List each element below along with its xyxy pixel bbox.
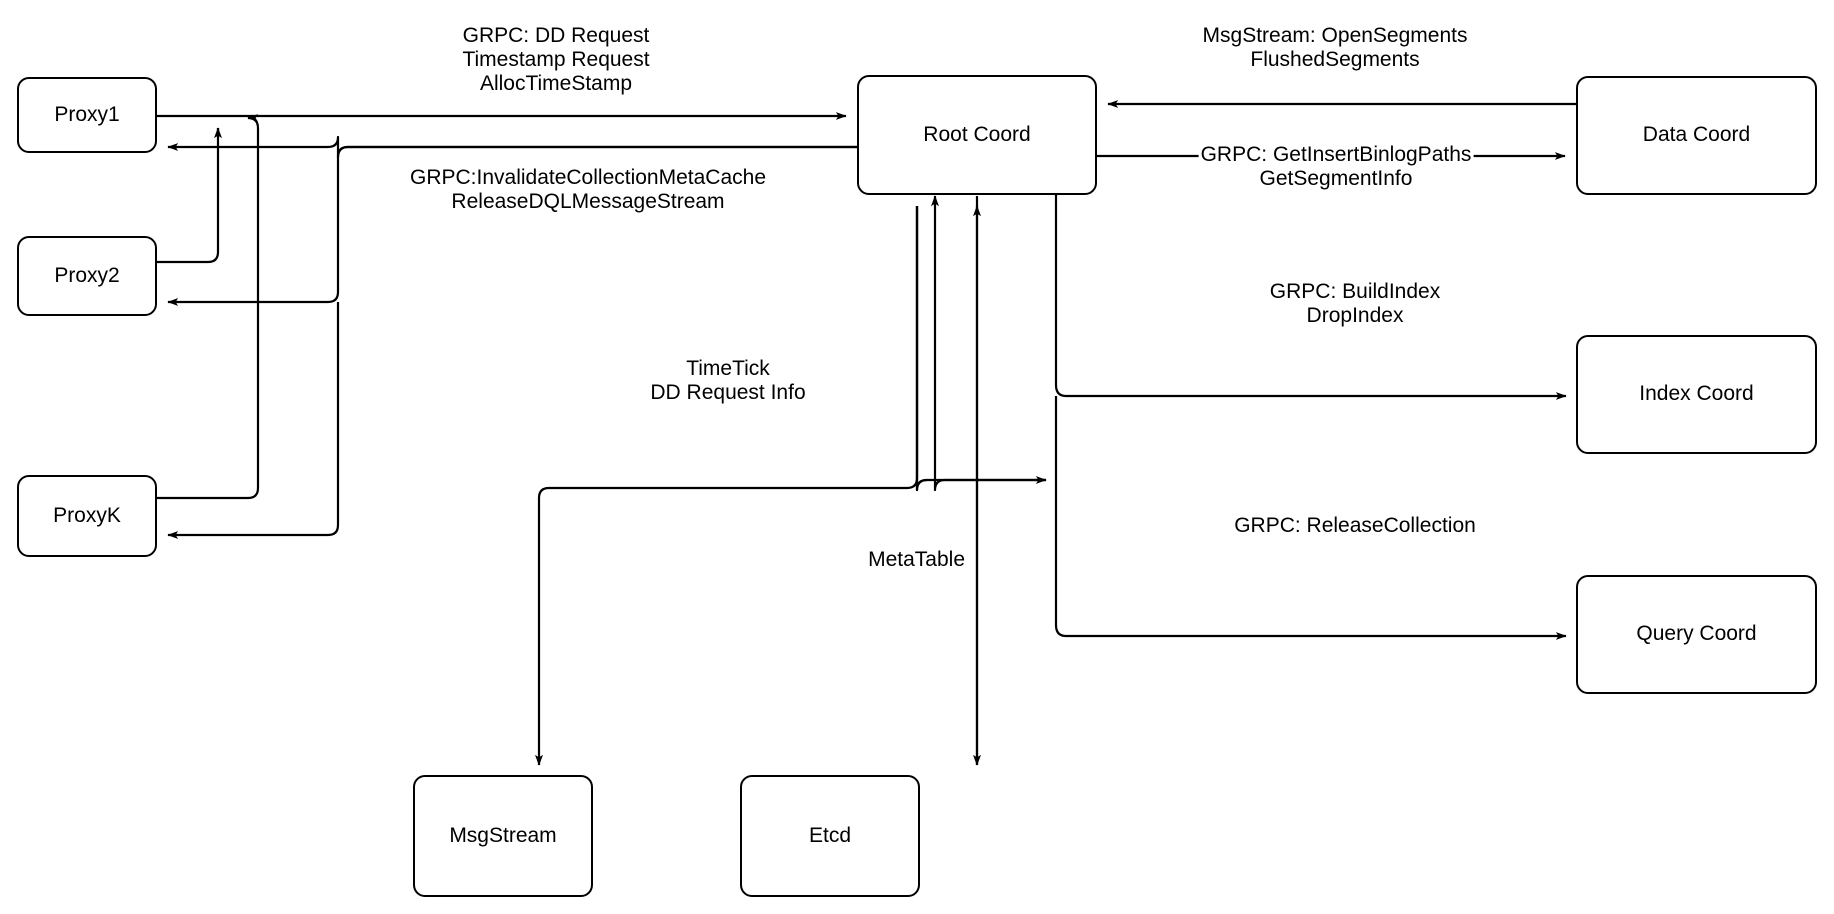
edge-label-datacoord-to-root: MsgStream: OpenSegments FlushedSegments (1200, 24, 1470, 72)
edge-root-to-querycoord (1054, 396, 1567, 640)
node-root-coord[interactable]: Root Coord (857, 75, 1097, 195)
node-proxyk[interactable]: ProxyK (17, 475, 157, 557)
node-data-coord[interactable]: Data Coord (1576, 76, 1817, 195)
edge-label-root-to-querycoord: GRPC: ReleaseCollection (1232, 514, 1478, 538)
node-label: MsgStream (449, 823, 557, 847)
edge-root-to-indexcoord (1054, 195, 1567, 400)
edge-root-bus-vertical (167, 145, 857, 306)
node-msgstream[interactable]: MsgStream (413, 775, 593, 897)
edge-label-line: MsgStream: OpenSegments (1202, 24, 1468, 47)
edge-to-msgstream-box (535, 206, 919, 766)
edge-label-line: GRPC:InvalidateCollectionMetaCache (409, 166, 767, 189)
edge-label-line: GRPC: ReleaseCollection (1234, 514, 1476, 537)
edge-label-line: FlushedSegments (1250, 48, 1420, 71)
node-etcd[interactable]: Etcd (740, 775, 920, 897)
edge-msgstream-route (931, 195, 1046, 492)
edge-proxy2-riser (157, 127, 222, 264)
node-label: Proxy1 (54, 102, 120, 126)
edge-msgstream-riser (915, 206, 928, 492)
edge-label-proxy-to-root: GRPC: DD Request Timestamp Request Alloc… (460, 24, 652, 96)
node-proxy1[interactable]: Proxy1 (17, 77, 157, 153)
node-proxy2[interactable]: Proxy2 (17, 236, 157, 316)
node-label: Root Coord (923, 122, 1031, 146)
edge-proxyk-riser (157, 114, 260, 500)
node-label: Proxy2 (54, 263, 120, 287)
node-label: Index Coord (1639, 382, 1754, 406)
edge-label-root-to-datacoord: GRPC: GetInsertBinlogPaths GetSegmentInf… (1198, 143, 1474, 191)
edge-label-root-to-msgstream: TimeTick DD Request Info (648, 357, 808, 405)
edge-label-root-to-indexcoord: GRPC: BuildIndex DropIndex (1267, 280, 1443, 328)
edge-label-line: GRPC: DD Request (462, 24, 650, 47)
node-label: ProxyK (53, 503, 121, 527)
node-label: Query Coord (1636, 622, 1757, 646)
edge-root-to-proxyk (167, 302, 340, 539)
edge-label-line: GRPC: BuildIndex (1269, 280, 1441, 303)
node-label: Data Coord (1642, 123, 1751, 147)
node-label: Etcd (808, 823, 852, 847)
edge-label-root-to-proxies: GRPC:InvalidateCollectionMetaCache Relea… (407, 166, 769, 214)
edge-label-line: GetSegmentInfo (1259, 167, 1413, 190)
node-index-coord[interactable]: Index Coord (1576, 335, 1817, 454)
edge-label-line: DD Request Info (650, 381, 806, 404)
edge-label-line: Timestamp Request (462, 48, 650, 71)
edge-label-line: ReleaseDQLMessageStream (451, 190, 725, 213)
node-query-coord[interactable]: Query Coord (1576, 575, 1817, 694)
edge-label-line: DropIndex (1306, 304, 1404, 327)
edge-label-line: AllocTimeStamp (479, 72, 633, 95)
edge-label-root-to-etcd: MetaTable (866, 548, 967, 572)
edge-root-to-msgstream (915, 206, 1047, 492)
edge-label-line: MetaTable (868, 548, 965, 571)
edge-label-line: TimeTick (686, 357, 770, 380)
edge-label-line: GRPC: GetInsertBinlogPaths (1200, 143, 1472, 166)
